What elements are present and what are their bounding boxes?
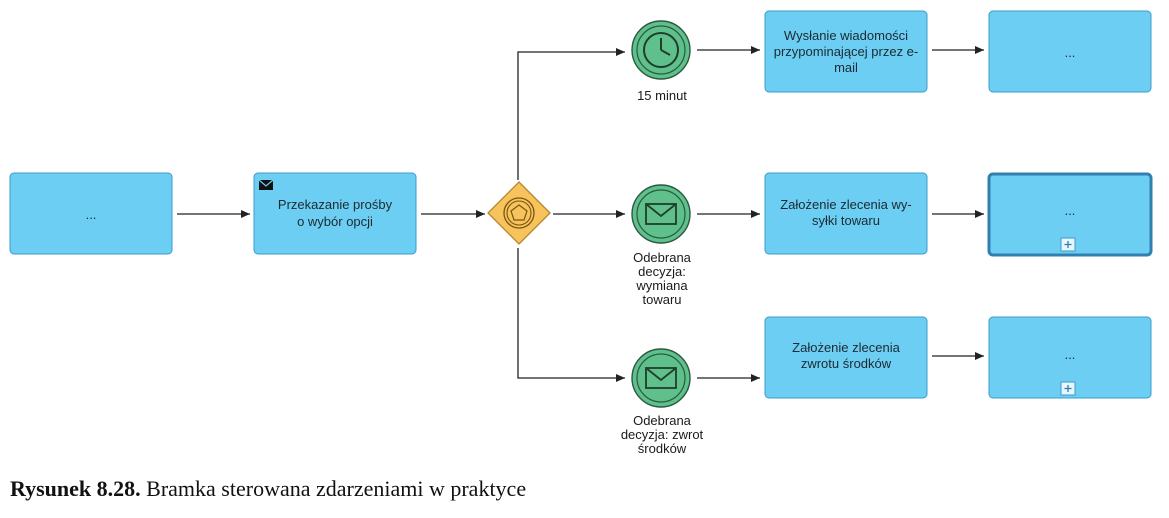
task-exchange-label-2: syłki towaru (812, 213, 880, 228)
sequence-flows (177, 46, 984, 382)
envelope-icon (645, 367, 677, 389)
subprocess-refund-next-label: ... (1065, 347, 1076, 362)
task-start[interactable]: ... (9, 172, 173, 255)
task-refund-label-1: Założenie zlecenia (792, 340, 900, 355)
refund-event-label-3: środków (638, 441, 687, 456)
figure-caption-text: Bramka sterowana zdarzeniami w praktyce (140, 476, 527, 501)
exchange-event-label-1: Odebrana (633, 250, 692, 265)
figure-caption-number: Rysunek 8.28. (10, 476, 141, 501)
clock-icon (643, 32, 679, 68)
task-exchange-label-1: Założenie zlecenia wy- (780, 197, 912, 212)
subprocess-exchange-next-label: ... (1065, 203, 1076, 218)
task-reminder-label-2: przypominającej przez e- (774, 44, 919, 59)
exchange-event-label-3: wymiana (635, 278, 688, 293)
event-based-gateway[interactable] (487, 181, 551, 245)
task-reminder-next[interactable]: ... (988, 10, 1152, 93)
task-reminder[interactable]: Wysłanie wiadomości przypominającej prze… (764, 10, 928, 93)
task-reminder-next-label: ... (1065, 45, 1076, 60)
task-send-request-label-1: Przekazanie prośby (278, 197, 393, 212)
exchange-event-label-4: towaru (642, 292, 681, 307)
exchange-message-event[interactable] (631, 184, 691, 244)
task-reminder-label-3: mail (834, 60, 858, 75)
task-refund-label-2: zwrotu środków (801, 356, 892, 371)
refund-message-event[interactable] (631, 348, 691, 408)
exchange-event-label-2: decyzja: (638, 264, 686, 279)
timer-event-label: 15 minut (637, 88, 687, 103)
refund-event-label-1: Odebrana (633, 413, 692, 428)
task-send-request[interactable]: Przekazanie prośby o wybór opcji (253, 172, 417, 255)
timer-event[interactable] (631, 20, 691, 80)
envelope-icon (645, 203, 677, 225)
task-refund[interactable]: Założenie zlecenia zwrotu środków (764, 316, 928, 399)
figure-caption: Rysunek 8.28. Bramka sterowana zdarzenia… (10, 476, 526, 502)
task-reminder-label-1: Wysłanie wiadomości (784, 28, 908, 43)
plus-icon[interactable] (1060, 237, 1076, 252)
subprocess-exchange-next[interactable]: ... (987, 172, 1153, 257)
plus-icon[interactable] (1060, 381, 1076, 396)
task-exchange[interactable]: Założenie zlecenia wy- syłki towaru (764, 172, 928, 255)
envelope-filled-icon (258, 179, 274, 190)
refund-event-label-2: decyzja: zwrot (621, 427, 704, 442)
flow-gateway-to-timer[interactable] (517, 48, 625, 180)
subprocess-refund-next[interactable]: ... (988, 316, 1152, 399)
pentagon-icon (510, 204, 528, 221)
task-send-request-label-2: o wybór opcji (297, 214, 373, 229)
flow-gateway-to-refund-event[interactable] (517, 248, 625, 382)
bpmn-diagram: ... Przekazanie prośby o wybór opcji 15 … (9, 10, 1153, 456)
task-start-label: ... (86, 207, 97, 222)
